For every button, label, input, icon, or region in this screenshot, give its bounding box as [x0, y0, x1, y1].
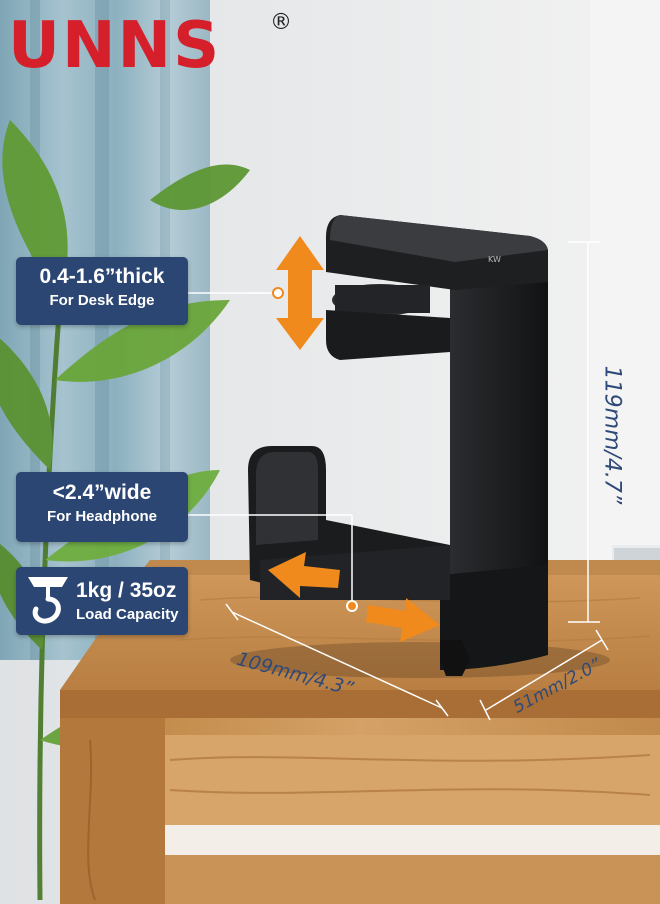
callout-width-sub: For Headphone	[46, 508, 157, 526]
callout-desk-thickness: 0.4-1.6”thick For Desk Edge	[16, 257, 188, 325]
width-arrow-icon	[268, 552, 440, 642]
hook-icon	[28, 577, 68, 624]
callout-thickness-main: 0.4-1.6”thick	[39, 265, 165, 288]
brand-name: UNNS	[8, 9, 222, 83]
dimension-height-label: 119mm/4.7”	[599, 365, 625, 505]
callout-capacity-sub: Load Capacity	[76, 606, 179, 624]
brand-logo: UNNS	[8, 14, 221, 78]
callout-width-main: <2.4”wide	[52, 481, 152, 504]
callout-load-capacity: 1kg / 35oz Load Capacity	[16, 567, 188, 635]
callout-thickness-sub: For Desk Edge	[49, 292, 155, 310]
registered-mark: ®	[270, 10, 292, 35]
callout-capacity-main: 1kg / 35oz	[76, 579, 177, 602]
thickness-arrow-icon	[272, 236, 324, 350]
svg-text:KW: KW	[488, 255, 501, 264]
dimension-lines	[225, 241, 609, 721]
callout-headphone-width: <2.4”wide For Headphone	[16, 472, 188, 542]
